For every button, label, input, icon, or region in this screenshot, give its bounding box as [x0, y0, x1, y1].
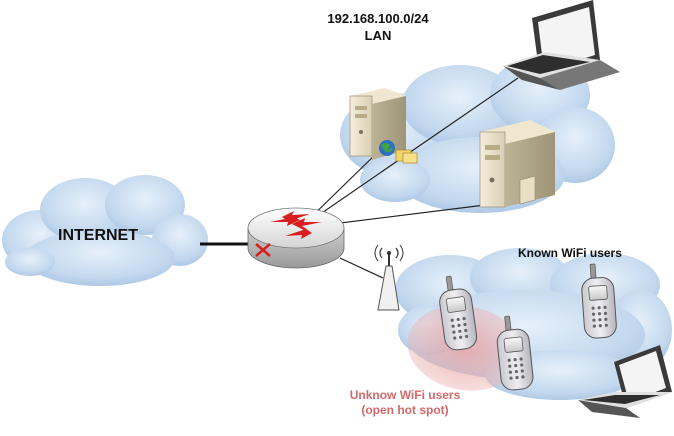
lan-title: 192.168.100.0/24 LAN	[318, 10, 438, 44]
line-router-antenna	[339, 257, 384, 279]
internet-label: INTERNET	[58, 227, 138, 244]
globe-icon	[379, 140, 395, 156]
router-icon	[247, 207, 345, 269]
folder-icon	[395, 149, 418, 164]
router-side-arrows	[255, 243, 271, 257]
lan-label: LAN	[364, 28, 392, 43]
laptop-icon	[503, 0, 620, 90]
known-wifi-label: Known WiFi users	[518, 246, 622, 260]
laptop-icon	[578, 345, 672, 418]
lan-subnet: 192.168.100.0/24	[327, 11, 429, 26]
server-icon	[479, 120, 555, 208]
router-arrows	[270, 211, 322, 239]
unknown-wifi-line1: Unknow WiFi users	[349, 388, 461, 402]
unknown-wifi-label: Unknow WiFi users (open hot spot)	[330, 388, 480, 418]
unknown-wifi-line2: (open hot spot)	[361, 403, 449, 417]
antenna-icon	[374, 244, 404, 311]
server-icon	[349, 88, 406, 160]
internet-cloud-icon	[2, 175, 208, 286]
